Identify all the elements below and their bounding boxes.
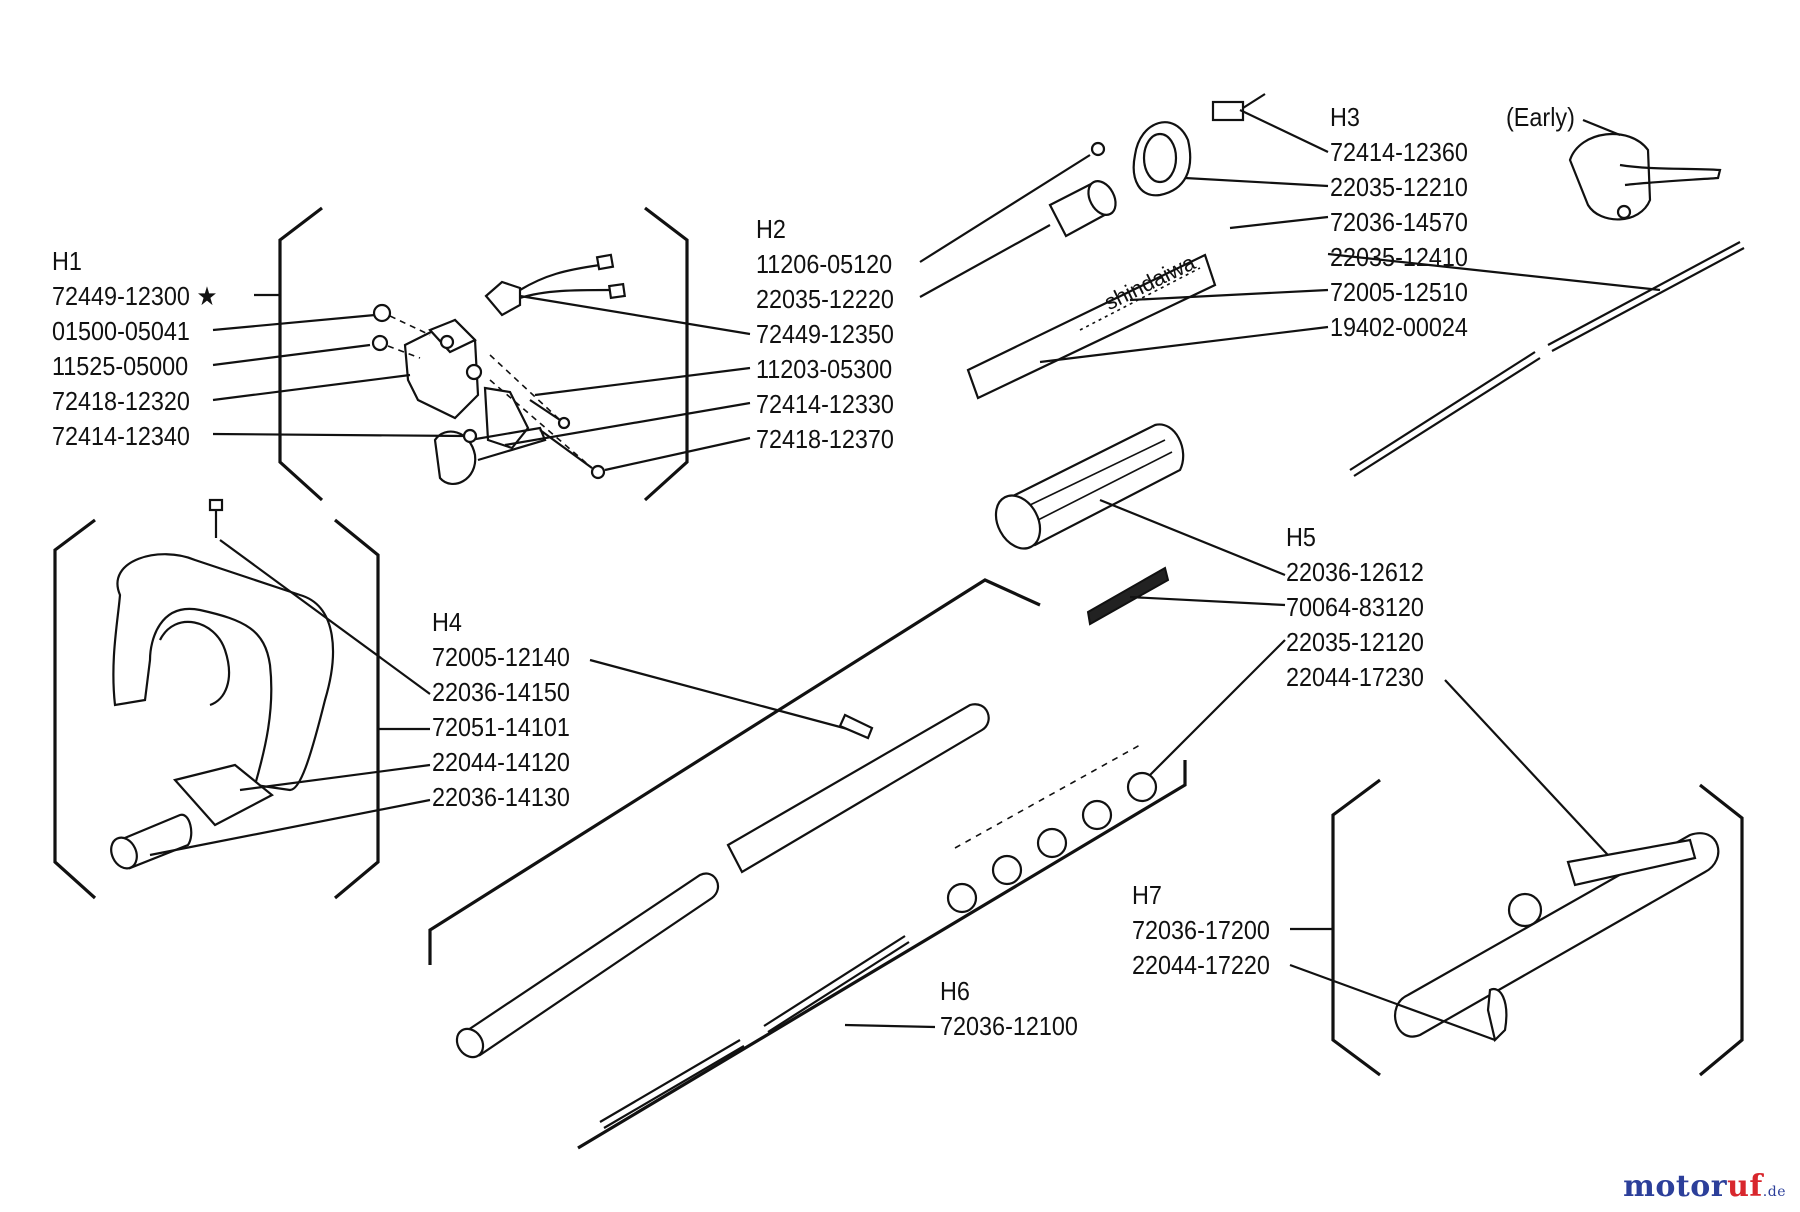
switch-housing [371,303,547,485]
h3-leader-lines [1039,109,1661,364]
part-number: 72418-12320 [52,386,190,416]
group-h2: H2 11206-05120 22035-12220 72449-12350 1… [756,212,909,457]
part-number: 70064-83120 [1286,592,1424,622]
part-number: 72414-12360 [1330,137,1468,167]
h6-title: H6 [940,976,970,1006]
screw-11203 [529,399,571,430]
part-number: 22044-14120 [432,747,570,777]
decal-19402 [966,253,1217,400]
part-number: 22044-17220 [1132,950,1270,980]
group-h1: H1 72449-12300 ★ 01500-05041 11525-05000… [52,244,236,454]
tube-upper [726,703,990,874]
part-number: 72036-14570 [1330,207,1468,237]
h1-bracket-left [278,206,324,502]
part-number: 22035-12410 [1330,242,1468,272]
h5-title: H5 [1286,522,1316,552]
part-number: 22035-12210 [1330,172,1468,202]
group-h3: H3 72414-12360 22035-12210 72036-14570 2… [1330,100,1483,345]
part-number: 72449-12350 [756,319,894,349]
h2-title: H2 [756,214,786,244]
part-number: 22036-12612 [1286,557,1424,587]
watermark-logo: motoruf.de [1623,1169,1786,1204]
early-note: (Early) [1506,102,1575,132]
h3-title: H3 [1330,102,1360,132]
clamp-tube-22036-14130 [110,813,193,870]
part-number: 11203-05300 [756,354,893,384]
h6-leader-lines [844,1023,936,1029]
h2-top-leaders [919,154,1091,298]
part-number: 72414-12330 [756,389,894,419]
part-number: 72418-12370 [756,424,894,454]
h5-leader-lines [1099,498,1621,869]
part-number: 72036-17200 [1132,915,1270,945]
group-h6: H6 72036-12100 [940,974,1093,1044]
pin-72005-12140 [208,498,224,538]
bushing-22035-12220 [1048,180,1117,238]
part-number: 72036-12100 [940,1011,1078,1041]
part-number: 22035-12220 [756,284,894,314]
loop-handle [112,553,335,827]
part-number: 19402-00024 [1330,312,1468,342]
part-number: 72051-14101 [432,712,570,742]
grip-22036-12612 [994,423,1185,550]
part-number: 72005-12140 [432,642,570,672]
part-number: 11525-05000 [52,351,189,381]
star-icon: ★ [196,281,218,311]
h4-title: H4 [432,607,462,637]
h2-leader-lines [504,294,751,472]
part-number: 72414-12340 [52,421,190,451]
clamp-22035-12210 [1132,121,1192,197]
part-number: 22044-17230 [1286,662,1424,692]
h7-bracket-right [1698,783,1744,1077]
h1-bracket-right [643,206,689,502]
h4-bracket-left [53,518,97,900]
part-number: 01500-05041 [52,316,190,346]
group-h7: H7 72036-17200 22044-17220 [1132,878,1285,983]
part-number: 22035-12120 [1286,627,1424,657]
screw-11206 [1090,141,1106,157]
h1-dashed-lines [387,315,593,469]
switch-connector [484,253,627,317]
drive-shaft [599,935,910,1129]
part-number: 22036-14150 [432,677,570,707]
h7-title: H7 [1132,880,1162,910]
h1-leader-lines [212,293,466,438]
h1-title: H1 [52,246,82,276]
throttle-cable [1349,241,1745,477]
tube-lower [455,872,719,1059]
pin-72414-12360 [1211,93,1266,122]
h4-bracket-right [333,518,380,900]
screw-72418 [539,429,606,480]
h7-bracket-left [1331,778,1381,1077]
group-h4: H4 72005-12140 22036-14150 72051-14101 2… [432,605,585,815]
bar-handle [1393,832,1720,1043]
h4-leader-lines [149,539,871,857]
part-number: 72005-12510 [1330,277,1468,307]
group-h5: H5 22036-12612 70064-83120 22035-12120 2… [1286,520,1439,695]
part-number: 22036-14130 [432,782,570,812]
h6-frame [428,578,1187,1150]
throttle-lever-early [1568,132,1722,221]
part-number: 11206-05120 [756,249,893,279]
decal-strip [838,713,874,740]
spring-70064-83120 [1086,566,1170,626]
bushings-row [946,744,1158,914]
h7-leader-lines [1289,927,1496,1042]
part-number-72449-12300: 72449-12300 ★ [52,281,218,311]
